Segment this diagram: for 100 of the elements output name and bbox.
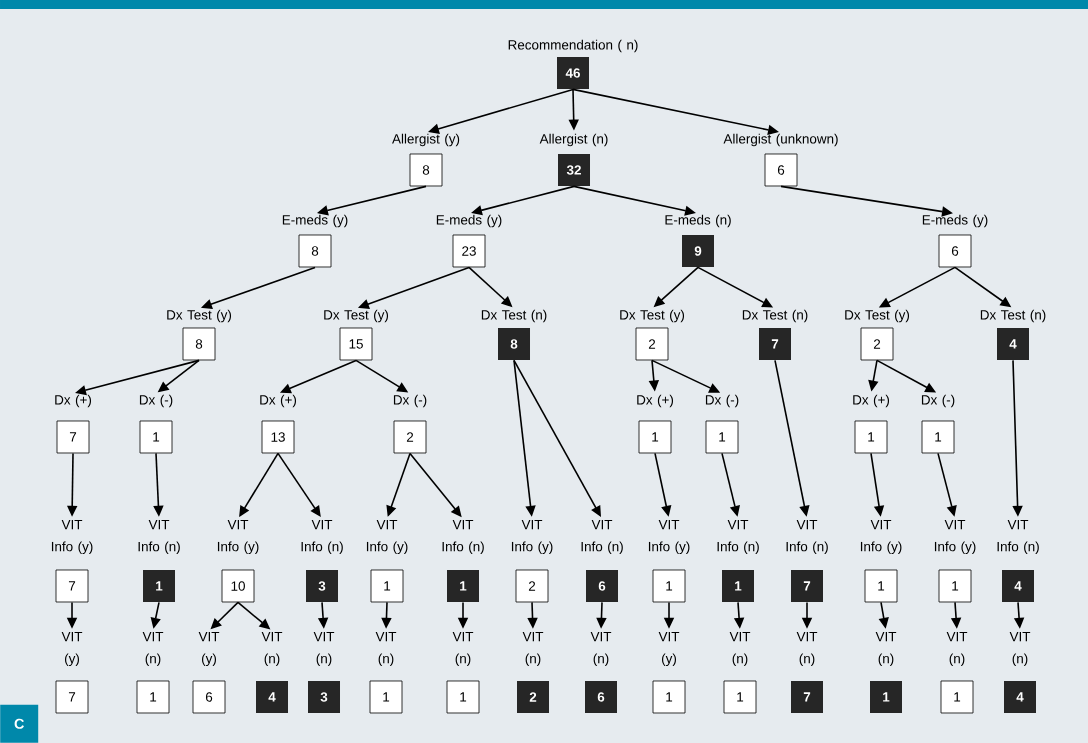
count-box: 1 (447, 570, 479, 602)
node-heading: Allergist (n) (539, 133, 608, 147)
node-heading: VIT (n) (522, 632, 544, 666)
count-box: 1 (652, 569, 686, 603)
node-heading: VIT (n) (142, 632, 164, 666)
count-box: 1 (652, 680, 686, 714)
count-box: 2 (517, 681, 549, 713)
count-box: 4 (1002, 570, 1034, 602)
count-box: 7 (759, 328, 791, 360)
count-box: 1 (722, 570, 754, 602)
count-box: 1 (854, 420, 888, 454)
count-box: 6 (586, 570, 618, 602)
node-heading: Dx (+) (637, 394, 674, 408)
count-box: 7 (791, 681, 823, 713)
arrow (428, 88, 574, 134)
node-heading: Dx (-) (139, 394, 173, 408)
node-heading: VIT Info (n) (997, 520, 1039, 554)
count-box: 1 (136, 680, 170, 714)
count-box: 32 (558, 154, 590, 186)
node-heading: Dx Test (y) (845, 309, 910, 323)
node-heading: Dx Test (n) (980, 309, 1046, 323)
count-box: 2 (860, 327, 894, 361)
count-box: 8 (498, 328, 530, 360)
node-heading: VIT Info (n) (581, 520, 623, 554)
node-heading: VIT (y) (658, 632, 680, 666)
count-box: 7 (791, 570, 823, 602)
count-box: 1 (370, 569, 404, 603)
node-heading: E-meds (n) (665, 214, 731, 228)
count-box: 8 (409, 153, 443, 187)
node-heading: Dx (+) (55, 394, 92, 408)
count-box: 46 (557, 57, 589, 89)
node-heading: Allergist (unknown) (723, 133, 838, 147)
node-heading: Dx Test (n) (481, 309, 547, 323)
panel-letter: C (0, 704, 39, 743)
node-heading: VIT (n) (590, 632, 612, 666)
node-heading: VIT (y) (61, 632, 83, 666)
node-heading: VIT (y) (198, 632, 220, 666)
count-box: 1 (921, 420, 955, 454)
node-heading: Recommendation ( n) (508, 39, 638, 53)
node-heading: VIT Info (y) (511, 520, 553, 554)
count-box: 3 (306, 570, 338, 602)
node-heading: Dx Test (n) (742, 309, 808, 323)
node-heading: Dx Test (y) (324, 309, 389, 323)
node-heading: VIT Info (y) (860, 520, 902, 554)
count-box: 1 (938, 569, 972, 603)
count-box: 10 (221, 569, 255, 603)
count-box: 23 (452, 234, 486, 268)
node-heading: VIT Info (y) (366, 520, 408, 554)
count-box: 6 (192, 680, 226, 714)
count-box: 4 (256, 681, 288, 713)
node-heading: VIT (n) (796, 632, 818, 666)
node-heading: VIT Info (n) (786, 520, 828, 554)
count-box: 1 (446, 680, 480, 714)
node-heading: VIT (n) (946, 632, 968, 666)
node-heading: Dx (+) (260, 394, 297, 408)
count-box: 6 (938, 234, 972, 268)
node-heading: VIT (n) (261, 632, 283, 666)
node-heading: E-meds (y) (922, 214, 988, 228)
count-box: 1 (940, 680, 974, 714)
node-heading: VIT (n) (1009, 632, 1031, 666)
node-heading: VIT Info (n) (442, 520, 484, 554)
node-heading: VIT Info (y) (217, 520, 259, 554)
node-heading: VIT Info (n) (301, 520, 343, 554)
node-heading: VIT (n) (313, 632, 335, 666)
node-heading: VIT (n) (375, 632, 397, 666)
count-box: 7 (55, 569, 89, 603)
node-heading: E-meds (y) (436, 214, 502, 228)
count-box: 6 (764, 153, 798, 187)
node-heading: Dx Test (y) (620, 309, 685, 323)
node-heading: Dx (+) (853, 394, 890, 408)
count-box: 1 (143, 570, 175, 602)
node-heading: Allergist (y) (392, 133, 460, 147)
count-box: 4 (1004, 681, 1036, 713)
count-box: 6 (585, 681, 617, 713)
count-box: 15 (339, 327, 373, 361)
node-heading: VIT (n) (452, 632, 474, 666)
count-box: 9 (682, 235, 714, 267)
count-box: 1 (638, 420, 672, 454)
count-box: 1 (870, 681, 902, 713)
node-heading: Dx (-) (393, 394, 427, 408)
count-box: 7 (56, 420, 90, 454)
count-box: 7 (55, 680, 89, 714)
count-box: 1 (139, 420, 173, 454)
count-box: 1 (864, 569, 898, 603)
count-box: 3 (308, 681, 340, 713)
count-box: 1 (705, 420, 739, 454)
node-heading: VIT Info (y) (934, 520, 976, 554)
node-heading: VIT Info (y) (648, 520, 690, 554)
count-box: 2 (635, 327, 669, 361)
node-heading: VIT Info (y) (51, 520, 93, 554)
count-box: 2 (515, 569, 549, 603)
node-heading: VIT Info (n) (717, 520, 759, 554)
node-heading: Dx (-) (921, 394, 955, 408)
count-box: 2 (393, 420, 427, 454)
count-box: 1 (723, 680, 757, 714)
count-box: 8 (182, 327, 216, 361)
node-heading: Dx (-) (705, 394, 739, 408)
arrow (513, 359, 601, 517)
count-box: 4 (997, 328, 1029, 360)
node-heading: VIT (n) (729, 632, 751, 666)
